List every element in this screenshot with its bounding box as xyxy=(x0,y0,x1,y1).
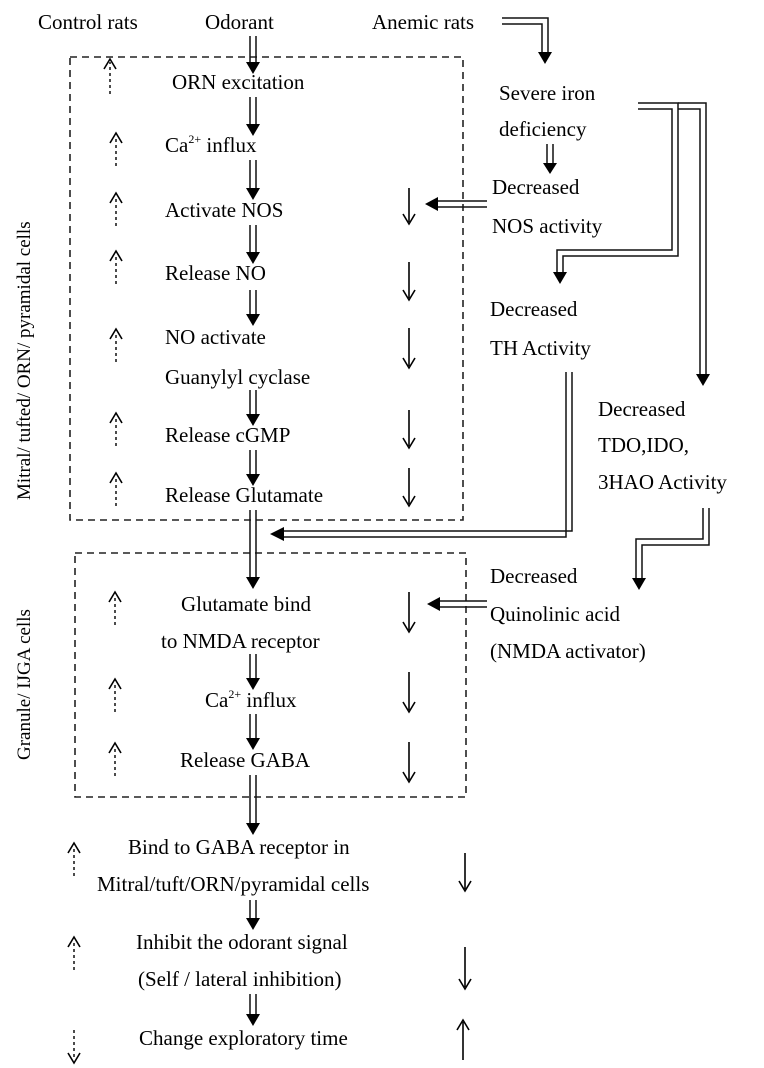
arrow-inhibit-to-explore xyxy=(246,994,260,1026)
anemic-quinolinic-acid: Quinolinic acid xyxy=(490,602,621,626)
granule-cells-box xyxy=(74,552,467,798)
control-arrow-up-icon xyxy=(109,411,123,446)
step-activate-nos: Activate NOS xyxy=(165,198,283,222)
control-rat-arrows xyxy=(67,57,123,1065)
step-orn-excitation: ORN excitation xyxy=(172,70,305,94)
anemic-arrow-down-icon xyxy=(402,410,416,450)
anemic-arrow-down-icon xyxy=(458,853,472,893)
arrow-iron-to-tdo xyxy=(678,102,710,386)
arrow-anemic-to-iron xyxy=(502,17,552,64)
anemic-deficiency: deficiency xyxy=(499,117,587,141)
step-glutamate-bind: Glutamate bind xyxy=(181,592,312,616)
step-no-activate: NO activate xyxy=(165,325,266,349)
anemic-arrow-up-icon xyxy=(456,1018,470,1060)
control-arrow-up-icon xyxy=(67,935,81,970)
arrow-no-to-gc xyxy=(246,290,260,326)
step-guanylyl-cyclase: Guanylyl cyclase xyxy=(165,365,310,389)
arrow-iron-to-nos xyxy=(543,144,557,174)
control-arrow-up-icon xyxy=(108,677,122,712)
anemic-arrow-down-icon xyxy=(402,188,416,226)
step-bind-gaba-receptor: Bind to GABA receptor in xyxy=(128,835,350,859)
step-release-no: Release NO xyxy=(165,261,266,285)
anemic-arrow-down-icon xyxy=(402,262,416,302)
step-ca-influx-2: Ca2+ influx xyxy=(205,687,297,712)
control-arrow-up-icon xyxy=(109,249,123,284)
arrow-th-to-glutamate xyxy=(270,372,573,541)
side-label-granule: Granule/ IJGA cells xyxy=(14,609,35,760)
step-release-cgmp: Release cGMP xyxy=(165,423,290,447)
anemic-rat-arrows xyxy=(402,188,472,1060)
arrow-nos-to-activate-nos xyxy=(425,197,487,211)
control-arrow-up-icon xyxy=(109,191,123,226)
control-arrow-up-icon xyxy=(103,57,117,94)
arrow-qa-to-nmda xyxy=(427,597,487,611)
anemic-decreased-1: Decreased xyxy=(492,175,580,199)
step-exploratory-time: Change exploratory time xyxy=(139,1026,348,1050)
anemic-nmda-activator: (NMDA activator) xyxy=(490,639,646,663)
step-inhibit-odorant: Inhibit the odorant signal xyxy=(136,930,348,954)
anemic-th-activity: TH Activity xyxy=(490,336,591,360)
header-odorant: Odorant xyxy=(205,10,274,34)
arrow-ca-to-nos xyxy=(246,160,260,200)
step-mitral-cells: Mitral/tuft/ORN/pyramidal cells xyxy=(97,872,369,896)
step-nmda-receptor: to NMDA receptor xyxy=(161,629,320,653)
step-release-glutamate: Release Glutamate xyxy=(165,483,323,507)
control-arrow-up-icon xyxy=(108,741,122,776)
control-arrow-up-icon xyxy=(109,471,123,506)
control-arrow-up-icon xyxy=(109,327,123,362)
anemic-severe-iron: Severe iron xyxy=(499,81,596,105)
anemic-tdo-ido: TDO,IDO, xyxy=(598,433,689,457)
arrow-tdo-to-qa xyxy=(632,508,710,590)
arrow-nmda-to-ca xyxy=(246,654,260,690)
anemic-decreased-3: Decreased xyxy=(598,397,686,421)
arrow-iron-to-th xyxy=(553,102,679,284)
anemic-3hao-activity: 3HAO Activity xyxy=(598,470,727,494)
anemic-arrow-down-icon xyxy=(402,742,416,784)
header-control-rats: Control rats xyxy=(38,10,138,34)
anemic-arrow-down-icon xyxy=(402,592,416,634)
anemic-arrows xyxy=(270,17,710,611)
step-ca-influx-1: Ca2+ influx xyxy=(165,132,257,157)
anemic-arrow-down-icon xyxy=(402,328,416,370)
control-arrow-up-icon xyxy=(108,590,122,625)
arrow-cgmp-to-glu xyxy=(246,450,260,486)
step-lateral-inhibition: (Self / lateral inhibition) xyxy=(138,967,342,991)
anemic-nos-activity: NOS activity xyxy=(492,214,603,238)
anemic-arrow-down-icon xyxy=(458,947,472,991)
arrow-odorant-to-orn xyxy=(246,36,260,74)
control-arrow-up-icon xyxy=(67,841,81,876)
anemic-arrow-down-icon xyxy=(402,672,416,714)
anemic-decreased-2: Decreased xyxy=(490,297,578,321)
step-release-gaba: Release GABA xyxy=(180,748,311,772)
control-arrow-up-icon xyxy=(109,131,123,166)
cascade-arrows xyxy=(246,36,260,1026)
arrow-glu-to-nmda xyxy=(246,510,260,589)
anemic-arrow-down-icon xyxy=(402,468,416,508)
arrow-gaba-to-receptor xyxy=(246,775,260,835)
arrow-receptor-to-inhibit xyxy=(246,900,260,930)
header-anemic-rats: Anemic rats xyxy=(372,10,474,34)
side-label-mitral: Mitral/ tufted/ ORN/ pyramidal cells xyxy=(14,221,35,500)
arrow-gc-to-cgmp xyxy=(246,390,260,426)
control-arrow-down-icon xyxy=(67,1030,81,1065)
anemic-decreased-4: Decreased xyxy=(490,564,578,588)
arrow-orn-to-ca xyxy=(246,97,260,136)
mitral-cells-box xyxy=(69,56,464,521)
arrow-ca-to-gaba xyxy=(246,714,260,750)
arrow-nos-to-no xyxy=(246,225,260,264)
